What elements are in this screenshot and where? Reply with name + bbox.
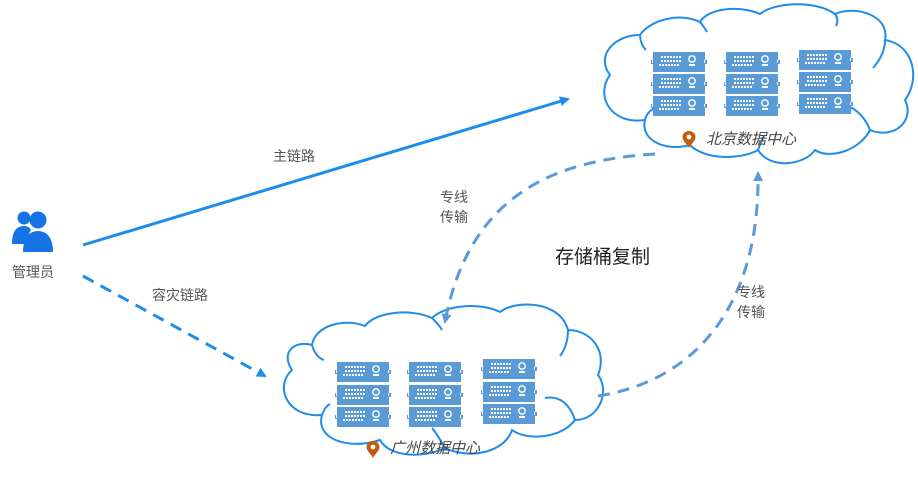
server-icon	[723, 95, 781, 117]
dedicated-transfer-label-left-line1: 专线	[440, 190, 468, 206]
guangzhou-server-rack	[334, 358, 538, 428]
server-icon	[723, 73, 781, 95]
server-icon	[406, 361, 464, 383]
users-icon	[12, 211, 53, 252]
server-icon	[334, 384, 392, 406]
guangzhou-datacenter-label: 广州数据中心	[390, 439, 481, 457]
primary-link-label: 主链路	[273, 149, 315, 165]
disaster-recovery-link-arrow	[82, 274, 267, 378]
dedicated-transfer-label-right-line2: 传输	[737, 305, 765, 321]
dedicated-transfer-label-left-line2: 传输	[440, 210, 468, 226]
dedicated-transfer-label-right-line1: 专线	[737, 285, 765, 301]
dedicated-transfer-to-beijing-arrow	[597, 171, 764, 398]
dedicated-transfer-to-guangzhou-arrow	[441, 152, 656, 324]
server-icon	[796, 49, 854, 71]
map-pin-icon	[366, 441, 380, 458]
server-icon	[406, 384, 464, 406]
admin-label: 管理员	[12, 265, 54, 281]
server-icon	[650, 73, 708, 95]
server-icon	[480, 403, 538, 425]
server-icon	[334, 406, 392, 428]
server-icon	[480, 358, 538, 380]
beijing-server-rack	[650, 49, 854, 117]
server-icon	[650, 51, 708, 73]
server-icon	[406, 406, 464, 428]
server-icon	[796, 93, 854, 115]
primary-link-arrow	[82, 96, 570, 247]
server-icon	[723, 51, 781, 73]
server-icon	[650, 95, 708, 117]
server-icon	[480, 381, 538, 403]
disaster-recovery-link-label: 容灾链路	[152, 288, 208, 304]
beijing-datacenter-label: 北京数据中心	[706, 130, 797, 148]
server-icon	[796, 71, 854, 93]
server-icon	[334, 361, 392, 383]
diagram-title: 存储桶复制	[555, 246, 651, 268]
